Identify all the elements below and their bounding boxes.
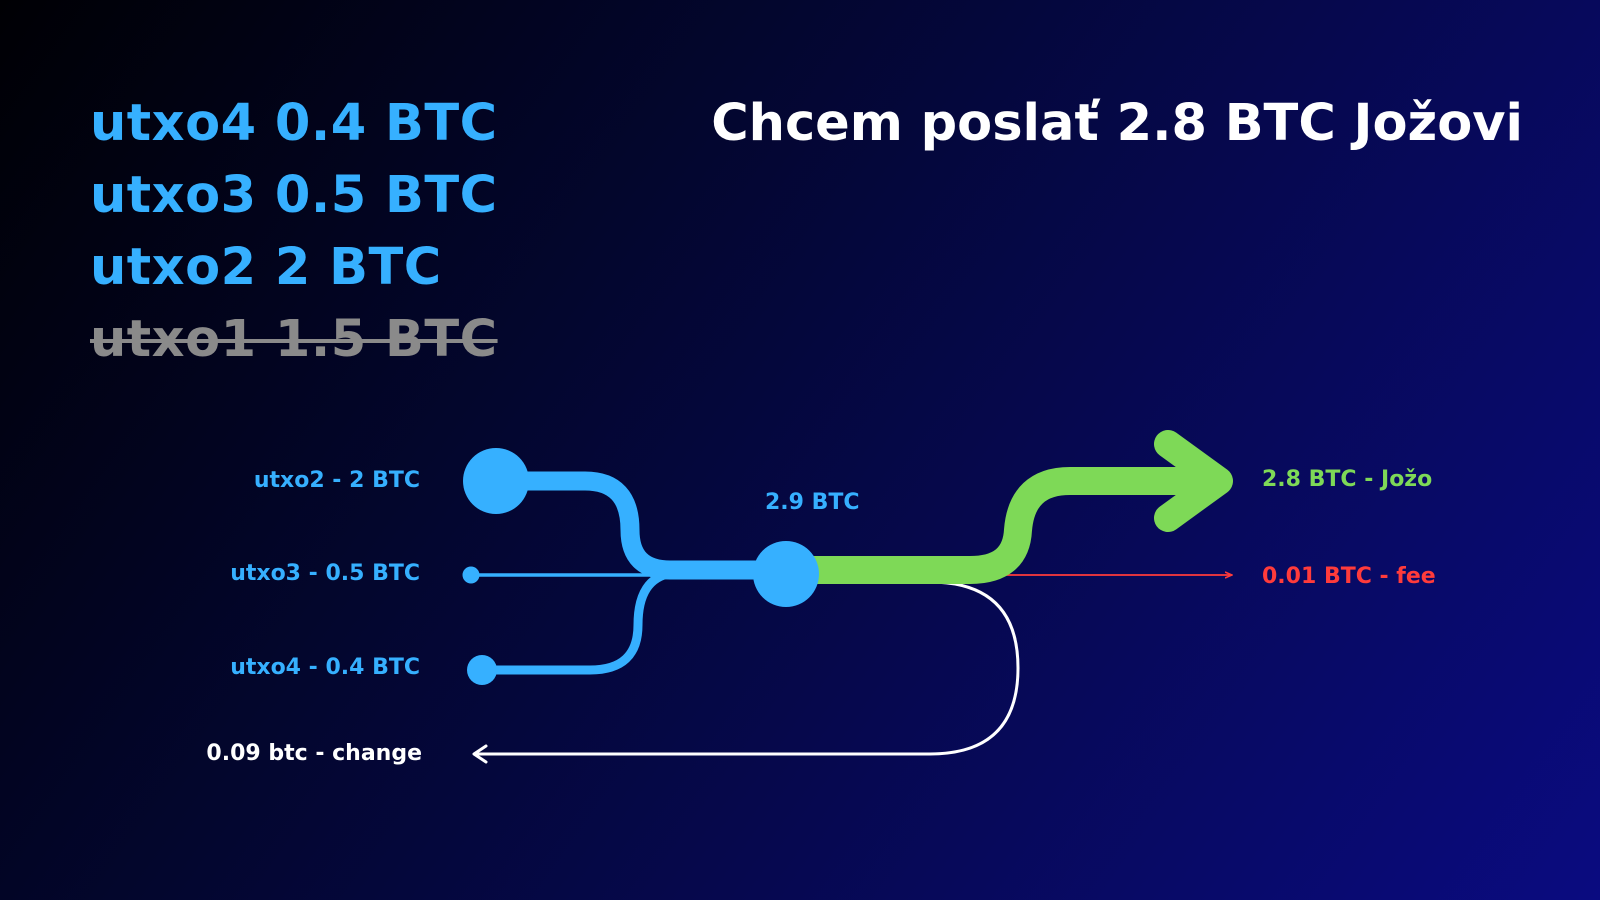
utxo4-input-node xyxy=(467,655,497,685)
recipient-output-label: 2.8 BTC - Jožo xyxy=(1262,467,1433,492)
change-flow-path xyxy=(474,580,1020,756)
utxo2-input-node xyxy=(463,448,529,514)
input-label-utxo3: utxo3 - 0.5 BTC xyxy=(230,561,420,586)
total-label: 2.9 BTC xyxy=(765,490,860,515)
utxo2-flow-path xyxy=(496,471,785,580)
headline: Chcem poslať 2.8 BTC Jožovi xyxy=(711,94,1523,153)
recipient-flow-path xyxy=(805,467,1215,584)
recipient-arrowhead xyxy=(1154,430,1233,532)
change-label: 0.09 btc - change xyxy=(206,741,422,766)
utxo-list-item-utxo4: utxo4 0.4 BTC xyxy=(90,94,498,153)
utxo-list-item-utxo3: utxo3 0.5 BTC xyxy=(90,166,498,225)
input-label-utxo2: utxo2 - 2 BTC xyxy=(253,468,420,493)
change-arrowhead xyxy=(472,744,488,764)
utxo3-input-node xyxy=(462,566,480,584)
utxo-list-item-utxo1-spent: utxo1 1.5 BTC xyxy=(90,310,498,369)
utxo-list-item-utxo2: utxo2 2 BTC xyxy=(90,238,442,297)
input-label-utxo4: utxo4 - 0.4 BTC xyxy=(230,655,420,680)
total-node xyxy=(753,541,819,607)
utxo4-flow-path xyxy=(482,568,673,675)
utxo-list: utxo4 0.4 BTC utxo3 0.5 BTC utxo2 2 BTC … xyxy=(90,88,498,376)
fee-output-label: 0.01 BTC - fee xyxy=(1262,564,1436,589)
